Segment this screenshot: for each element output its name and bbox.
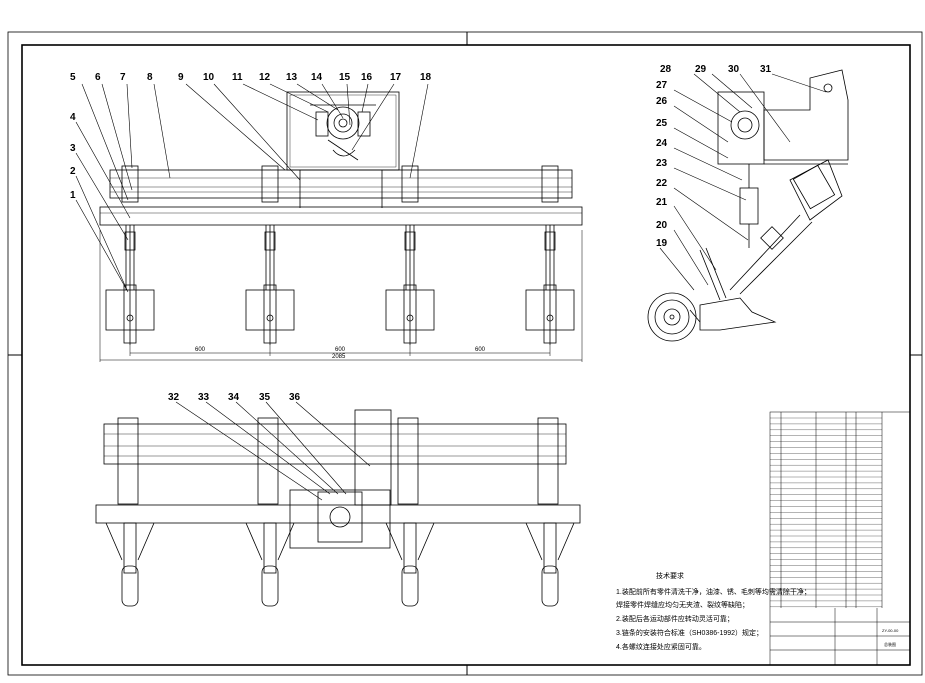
callout-16: 16 [361, 72, 373, 83]
callout-36: 36 [289, 392, 301, 403]
callout-23: 23 [656, 158, 668, 169]
drawing-border [7, 31, 923, 676]
top-view [95, 401, 581, 607]
top-unit-1 [105, 417, 155, 607]
front-view [75, 83, 583, 362]
callout-31: 31 [760, 64, 772, 75]
notes-line-2: 焊接零件焊缝应均匀无夹渣、裂纹等缺陷； [616, 600, 749, 609]
notes-title: 技术要求 [656, 571, 684, 580]
front-unit-3 [385, 165, 435, 345]
side-view [647, 69, 849, 342]
notes-line-4: 3.链条的安装符合标准（SH0386-1992）规定； [616, 628, 763, 637]
callout-8: 8 [147, 72, 153, 83]
callout-35: 35 [259, 392, 271, 403]
callout-9: 9 [178, 72, 184, 83]
callout-10: 10 [203, 72, 215, 83]
callout-3: 3 [70, 143, 76, 154]
dim-span-3: 600 [475, 347, 486, 353]
callout-19: 19 [656, 238, 668, 249]
callout-7: 7 [120, 72, 126, 83]
callout-26: 26 [656, 96, 668, 107]
title-block [769, 411, 911, 666]
front-unit-1 [105, 165, 155, 345]
drawing-name: 总装图 [884, 641, 896, 647]
callout-21: 21 [656, 197, 668, 208]
callout-22: 22 [656, 178, 668, 189]
callout-28: 28 [660, 64, 672, 75]
callout-6: 6 [95, 72, 101, 83]
callout-20: 20 [656, 220, 668, 231]
title-block-text: ZY-00-00 总装图 [882, 628, 899, 647]
callout-24: 24 [656, 138, 668, 149]
callout-32: 32 [168, 392, 180, 403]
side-leader-lines [659, 73, 827, 291]
top-unit-4 [525, 417, 575, 607]
top-leader-lines [175, 401, 371, 501]
callout-11: 11 [232, 72, 243, 83]
leader-lines [75, 83, 429, 293]
callout-labels-side: 19 20 21 22 23 24 25 26 27 28 29 30 31 [656, 64, 772, 249]
notes-line-5: 4.各螺纹连接处应紧固可靠。 [616, 642, 706, 651]
dim-overall: 2085 [332, 354, 346, 360]
notes-line-1: 1.装配前所有零件清洗干净，油漆、锈、毛刺等均需清除干净； [616, 587, 811, 596]
callout-labels-top: 32 33 34 35 36 [168, 392, 301, 403]
callout-13: 13 [286, 72, 298, 83]
callout-labels-front: 1 2 3 4 5 6 7 8 9 10 11 12 13 14 15 16 1… [70, 72, 432, 201]
callout-12: 12 [259, 72, 271, 83]
top-unit-3 [385, 417, 435, 607]
technical-notes: 技术要求 1.装配前所有零件清洗干净，油漆、锈、毛刺等均需清除干净； 焊接零件焊… [616, 571, 811, 651]
callout-27: 27 [656, 80, 668, 91]
drawing-number: ZY-00-00 [882, 628, 899, 633]
callout-14: 14 [311, 72, 323, 83]
top-unit-2 [245, 417, 295, 607]
callout-33: 33 [198, 392, 210, 403]
dim-span-2: 600 [335, 347, 346, 353]
callout-34: 34 [228, 392, 240, 403]
callout-1: 1 [70, 190, 76, 201]
callout-25: 25 [656, 118, 668, 129]
callout-4: 4 [70, 112, 76, 123]
front-unit-2 [245, 165, 295, 345]
callout-5: 5 [70, 72, 76, 83]
dimension-labels: 600 600 600 2085 [195, 347, 486, 360]
callout-30: 30 [728, 64, 740, 75]
callout-2: 2 [70, 166, 76, 177]
dimension-lines [99, 230, 583, 362]
dim-span-1: 600 [195, 347, 206, 353]
notes-line-3: 2.装配后各运动部件应转动灵活可靠； [616, 614, 734, 623]
callout-29: 29 [695, 64, 707, 75]
callout-15: 15 [339, 72, 351, 83]
front-unit-4 [525, 165, 575, 345]
callout-18: 18 [420, 72, 432, 83]
callout-17: 17 [390, 72, 402, 83]
